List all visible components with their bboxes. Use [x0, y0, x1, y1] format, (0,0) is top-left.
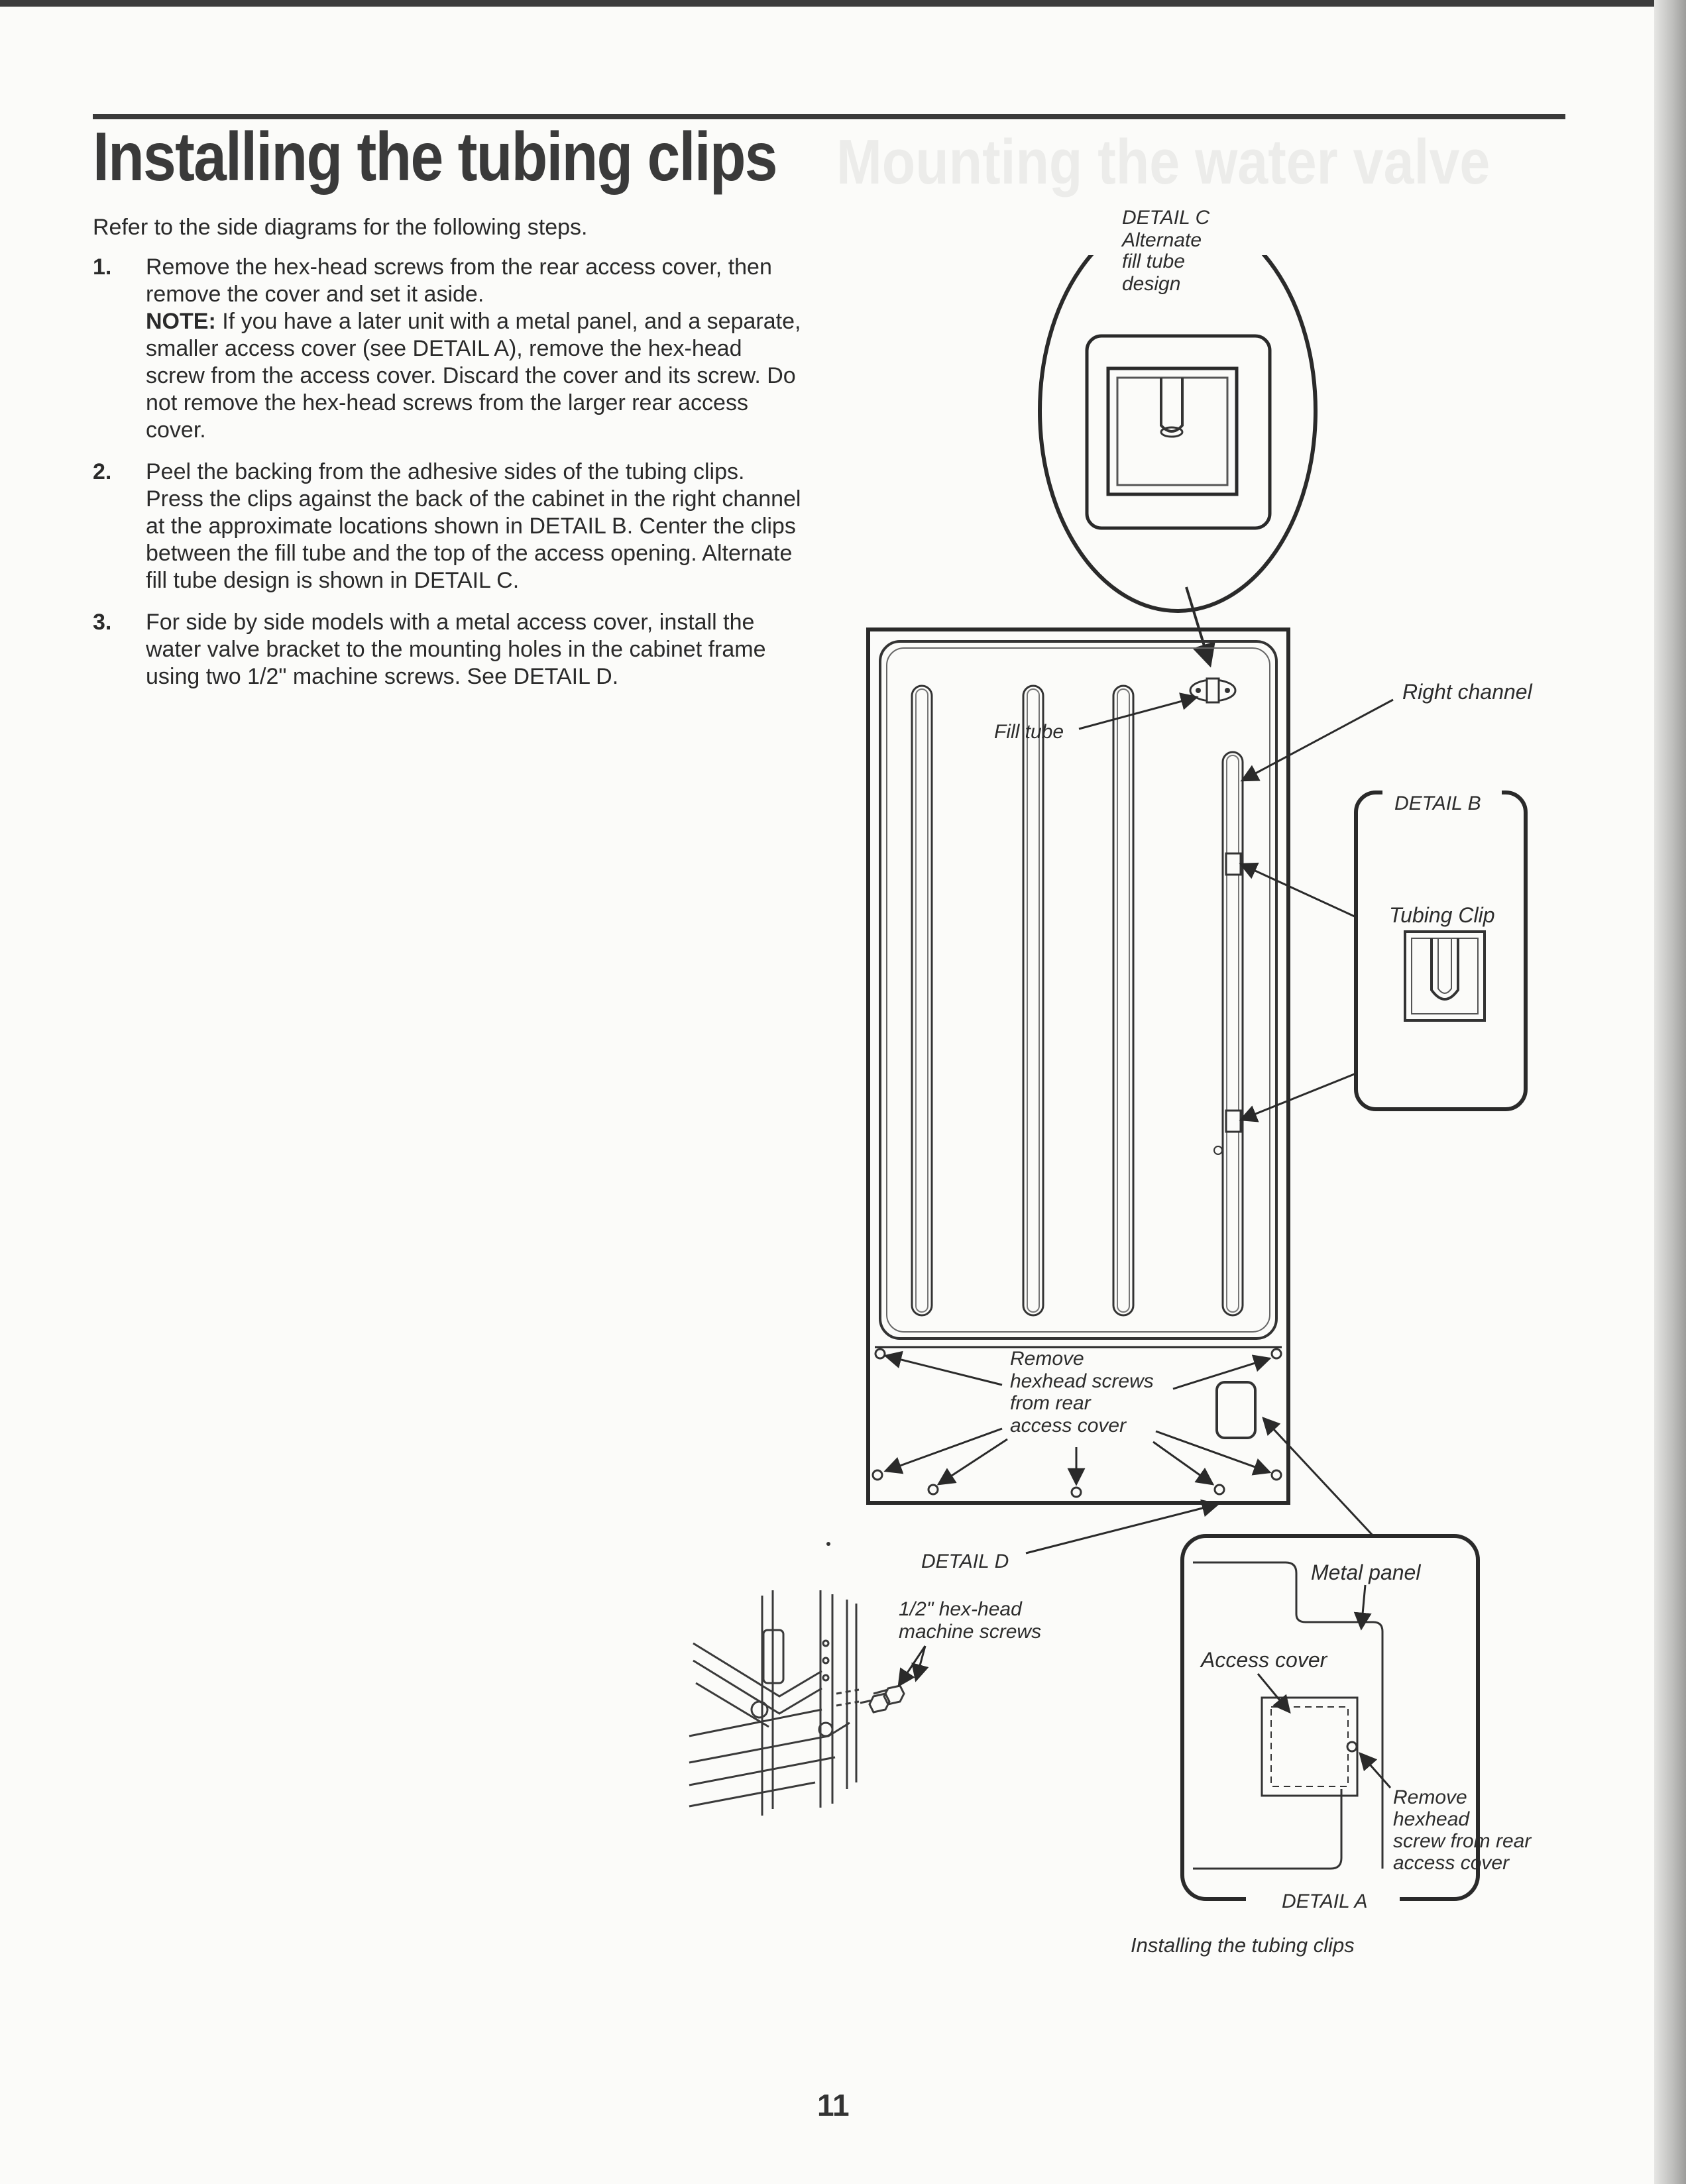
- remove-hexhead-line: hexhead screws: [1010, 1370, 1154, 1392]
- remove-screw-line: Remove: [1393, 1786, 1467, 1808]
- detail-b-label: DETAIL B: [1394, 792, 1481, 814]
- right-channel: [1221, 751, 1244, 1317]
- scan-top-edge: [0, 0, 1654, 7]
- detail-c-line: Alternate: [1121, 229, 1202, 251]
- detail-c-line: fill tube: [1122, 250, 1185, 272]
- right-channel-label: Right channel: [1402, 680, 1533, 704]
- intro-text: Refer to the side diagrams for the follo…: [93, 215, 588, 240]
- metal-panel-outline: [1193, 1561, 1384, 1869]
- figure-caption: Installing the tubing clips: [1131, 1934, 1355, 1957]
- access-cover-label: Access cover: [1200, 1648, 1328, 1672]
- remove-screw-line: hexhead: [1393, 1808, 1470, 1830]
- detail-a-callout: DETAIL A: [1180, 1534, 1480, 1912]
- show-through-title: Mounting the water valve: [836, 127, 1490, 197]
- detail-c-callout: DETAIL C Alternate fill tube design: [1038, 199, 1318, 668]
- fill-tube-icon: [1160, 378, 1184, 433]
- step-number: 3.: [93, 610, 112, 635]
- remove-hexhead-line: Remove: [1010, 1348, 1084, 1370]
- detail-b-callout: DETAIL B Tubing Clip: [1354, 782, 1528, 1111]
- step-number: 1.: [93, 254, 112, 280]
- cabinet-back: [866, 628, 1290, 1505]
- tubing-clip-marker: [1225, 1109, 1242, 1133]
- scan-right-edge: [1654, 0, 1686, 2184]
- step-text: Peel the backing from the adhesive sides…: [146, 459, 801, 593]
- step-1: 1. Remove the hex-head screws from the r…: [93, 254, 802, 444]
- water-valve-bracket-drawing: [689, 1590, 905, 1816]
- detail-c-line: design: [1122, 273, 1180, 295]
- page-number: 11: [817, 2088, 850, 2122]
- machine-screws-label: machine screws: [899, 1621, 1041, 1643]
- step-number: 2.: [93, 459, 112, 484]
- detail-d-label: DETAIL D: [921, 1551, 1009, 1572]
- small-access-cover: [1215, 1381, 1257, 1439]
- page-title: Installing the tubing clips: [93, 119, 778, 195]
- note-label: NOTE:: [146, 309, 216, 334]
- remove-hexhead-line: from rear: [1010, 1392, 1092, 1414]
- remove-hexhead-callout: Remove hexhead screws from rear access c…: [883, 1348, 1272, 1486]
- step-2: 2. Peel the backing from the adhesive si…: [93, 459, 802, 594]
- note-text: If you have a later unit with a metal pa…: [146, 309, 801, 443]
- fill-tube-label: Fill tube: [994, 721, 1064, 743]
- remove-hexhead-line: access cover: [1010, 1415, 1127, 1437]
- tubing-clip-label: Tubing Clip: [1389, 903, 1494, 927]
- machine-screws-label: 1/2" hex-head: [899, 1598, 1023, 1620]
- steps-list: 1. Remove the hex-head screws from the r…: [93, 254, 802, 705]
- header-rule: [93, 114, 1565, 119]
- step-text: Remove the hex-head screws from the rear…: [146, 254, 772, 307]
- tubing-clip-marker: [1225, 852, 1242, 876]
- step-3: 3. For side by side models with a metal …: [93, 609, 802, 690]
- metal-panel-label: Metal panel: [1311, 1560, 1421, 1584]
- remove-screw-line: access cover: [1393, 1852, 1510, 1874]
- fill-tube-housing: [1085, 334, 1272, 530]
- remove-screw-line: screw from rear: [1393, 1830, 1532, 1852]
- detail-a-label: DETAIL A: [1282, 1890, 1368, 1912]
- tubing-clip-icon: [1404, 930, 1486, 1022]
- step-text: For side by side models with a metal acc…: [146, 610, 766, 689]
- access-cover-outline: [1270, 1706, 1349, 1787]
- detail-c-label: DETAIL C: [1122, 207, 1210, 229]
